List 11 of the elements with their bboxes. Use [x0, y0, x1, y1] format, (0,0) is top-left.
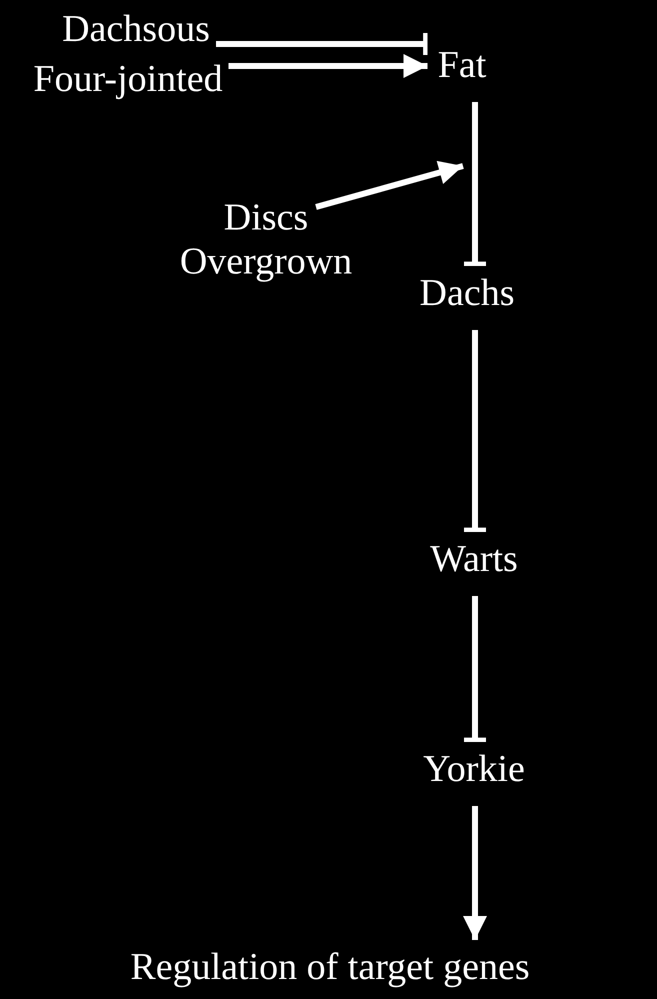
arrow	[463, 806, 487, 940]
gene-label: Dachs	[420, 272, 514, 316]
gene-label: Regulation of target genes	[130, 946, 530, 990]
gene-label: Discs Overgrown	[166, 196, 366, 284]
gene-label: Fat	[438, 44, 486, 88]
gene-label: Dachsous	[62, 8, 210, 52]
arrow	[315, 160, 464, 210]
arrow	[228, 54, 428, 78]
gene-label: Warts	[430, 538, 518, 582]
gene-label: Four-jointed	[33, 58, 223, 102]
gene-label: Yorkie	[423, 748, 525, 792]
